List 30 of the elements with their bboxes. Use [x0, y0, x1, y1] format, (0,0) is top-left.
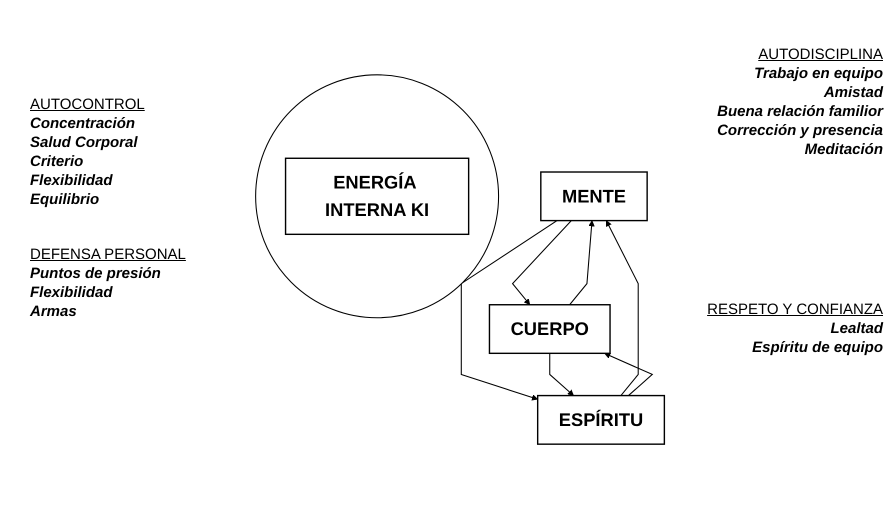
- cluster: [255, 74, 500, 318]
- list-item: Corrección y presencia: [717, 121, 883, 140]
- node-box: ESPÍRITU: [536, 394, 666, 445]
- list-item: Equilibrio: [30, 190, 100, 209]
- arrow: [549, 353, 574, 396]
- arrow: [606, 220, 639, 396]
- list-item: Puntos de presión: [30, 264, 162, 283]
- list-item: Flexibilidad: [30, 283, 114, 302]
- arrow: [569, 220, 595, 306]
- list-item: Criterio: [30, 152, 84, 171]
- node-box: MENTE: [540, 171, 648, 222]
- list-item: Lealtad: [829, 319, 883, 338]
- list-item: Buena relación familior: [717, 102, 883, 121]
- list-item: Armas: [30, 302, 78, 321]
- list-item: Concentración: [30, 114, 136, 133]
- arrow: [604, 352, 654, 396]
- section-heading: AUTOCONTROL: [30, 95, 145, 114]
- list-item: Amistad: [822, 83, 883, 102]
- section-heading: AUTODISCIPLINA: [757, 45, 883, 64]
- list-item: Salud Corporal: [30, 133, 139, 152]
- list-item: Trabajo en equipo: [753, 64, 883, 83]
- section-heading: DEFENSA PERSONAL: [30, 245, 186, 264]
- arrow: [512, 220, 572, 306]
- arrow: [460, 220, 558, 400]
- section-heading: RESPETO Y CONFIANZA: [707, 300, 883, 319]
- list-item: Flexibilidad: [30, 171, 114, 190]
- list-item: Meditación: [804, 140, 883, 159]
- node-box: CUERPO: [488, 304, 611, 354]
- list-item: Espíritu de equipo: [751, 338, 883, 357]
- node-box: ENERGÍA INTERNA KI: [284, 158, 470, 236]
